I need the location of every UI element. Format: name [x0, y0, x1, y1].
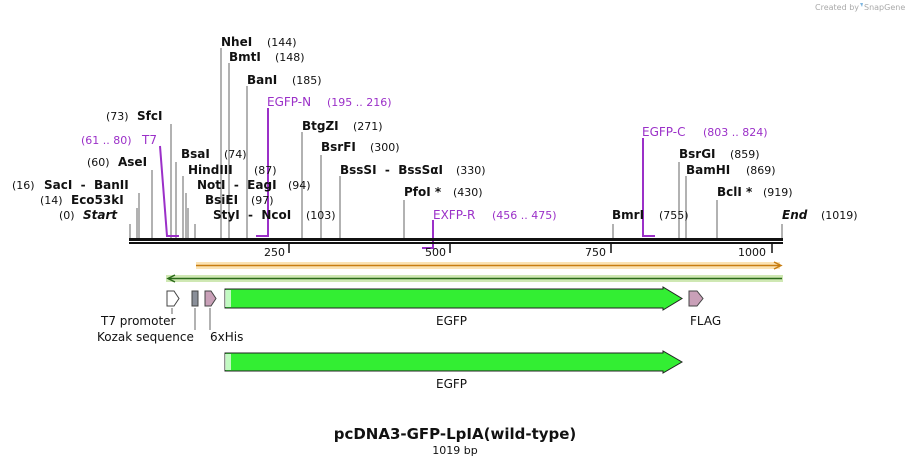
site-name: BamHI	[686, 163, 730, 177]
orf-reverse-arrowhead	[166, 274, 176, 283]
egfp-translation-start-pattern	[225, 354, 231, 370]
site-name: PfoI *	[404, 185, 442, 199]
t7-promoter-arrow	[166, 290, 180, 307]
site-name: AseI	[118, 155, 147, 169]
kozak-sequence-box	[191, 290, 199, 307]
feature-track: T7 promoter Kozak sequence 6xHis EGFP FL…	[97, 286, 721, 344]
site-name: BsrFI	[321, 140, 356, 154]
site-name: StyI - NcoI	[213, 208, 291, 222]
site-name: BsaI	[181, 147, 210, 161]
site-pos: (148)	[275, 51, 305, 64]
site-labels: (0) Start (14) Eco53kI (16) SacI - BanII…	[12, 35, 858, 222]
snapgene-logo-icon	[860, 3, 863, 7]
primer-range: (61 .. 80)	[81, 134, 132, 147]
map-subtitle: 1019 bp	[432, 444, 477, 457]
primer-name: T7	[141, 133, 157, 147]
site-pos: (859)	[730, 148, 760, 161]
site-pos: (185)	[292, 74, 322, 87]
backbone-line-bottom	[129, 242, 783, 244]
site-name: BtgZI	[302, 119, 339, 133]
site-name: BsrGI	[679, 147, 716, 161]
primer-labels: (61 .. 80) T7 EGFP-N (195 .. 216) EXFP-R…	[81, 95, 768, 222]
site-name: BclI *	[717, 185, 753, 199]
site-pos: (430)	[453, 186, 483, 199]
site-pos: (300)	[370, 141, 400, 154]
feature-label: Kozak sequence	[97, 330, 194, 344]
site-pos: (16)	[12, 179, 35, 192]
site-pos: (74)	[224, 148, 247, 161]
site-name: BsiEI	[205, 193, 238, 207]
ruler-label: 250	[264, 246, 285, 259]
ruler-ticks	[288, 244, 773, 253]
site-pos: (1019)	[821, 209, 858, 222]
egfp-translation-arrow	[224, 350, 683, 374]
feature-label: T7 promoter	[100, 314, 176, 328]
site-name: SfcI	[137, 109, 162, 123]
site-pos: (60)	[87, 156, 110, 169]
site-name: NheI	[221, 35, 252, 49]
egfp-feature-arrow	[224, 286, 683, 311]
sequence-backbone: 250 500 750 1000	[129, 238, 783, 259]
site-pos: (94)	[288, 179, 311, 192]
site-name: End	[782, 208, 808, 222]
site-name: HindIII	[188, 163, 233, 177]
ruler-label: 1000	[738, 246, 766, 259]
site-name: BmrI	[612, 208, 644, 222]
primer-egfp-n-marker	[256, 108, 269, 237]
site-pos: (103)	[306, 209, 336, 222]
site-pos: (73)	[106, 110, 129, 123]
site-pos: (0)	[59, 209, 75, 222]
ruler-label: 750	[585, 246, 606, 259]
primer-range: (803 .. 824)	[703, 126, 768, 139]
primer-name: EXFP-R	[433, 208, 475, 222]
site-leaders	[129, 48, 783, 238]
site-pos: (87)	[254, 164, 277, 177]
primer-range: (456 .. 475)	[492, 209, 557, 222]
site-pos: (271)	[353, 120, 383, 133]
credit-brand: SnapGene	[864, 3, 905, 12]
translation-label: EGFP	[436, 377, 467, 391]
site-pos: (14)	[40, 194, 63, 207]
site-name: NotI - EagI	[197, 178, 277, 192]
credit-text: Created by	[815, 3, 859, 12]
primer-name: EGFP-C	[642, 125, 685, 139]
egfp-start-pattern	[225, 290, 231, 307]
feature-label: FLAG	[690, 314, 721, 328]
site-pos: (144)	[267, 36, 297, 49]
flag-arrow	[688, 290, 704, 307]
site-name: Start	[83, 208, 118, 222]
primer-markers	[159, 108, 655, 249]
site-name: SacI - BanII	[44, 178, 129, 192]
feature-label: 6xHis	[210, 330, 243, 344]
primer-egfp-c-marker	[642, 138, 655, 237]
ruler-label: 500	[425, 246, 446, 259]
6xhis-arrow	[204, 290, 217, 307]
orf-forward-arrowhead	[773, 261, 783, 270]
feature-label: EGFP	[436, 314, 467, 328]
site-pos: (755)	[659, 209, 689, 222]
map-title: pcDNA3-GFP-LpIA(wild-type)	[334, 425, 577, 443]
site-pos: (330)	[456, 164, 486, 177]
primer-t7-marker	[159, 145, 179, 237]
site-name: Eco53kI	[71, 193, 124, 207]
snapgene-credit: Created by SnapGene	[815, 3, 905, 12]
primer-name: EGFP-N	[267, 95, 311, 109]
site-name: BssSI - BssSαI	[340, 163, 443, 177]
site-pos: (97)	[251, 194, 274, 207]
orf-tracks	[166, 261, 783, 283]
site-name: BanI	[247, 73, 277, 87]
backbone-line-top	[129, 238, 783, 241]
site-pos: (919)	[763, 186, 793, 199]
translation-track: EGFP	[224, 350, 683, 391]
primer-exfp-r-marker	[422, 220, 434, 249]
site-pos: (869)	[746, 164, 776, 177]
primer-range: (195 .. 216)	[327, 96, 392, 109]
site-name: BmtI	[229, 50, 261, 64]
